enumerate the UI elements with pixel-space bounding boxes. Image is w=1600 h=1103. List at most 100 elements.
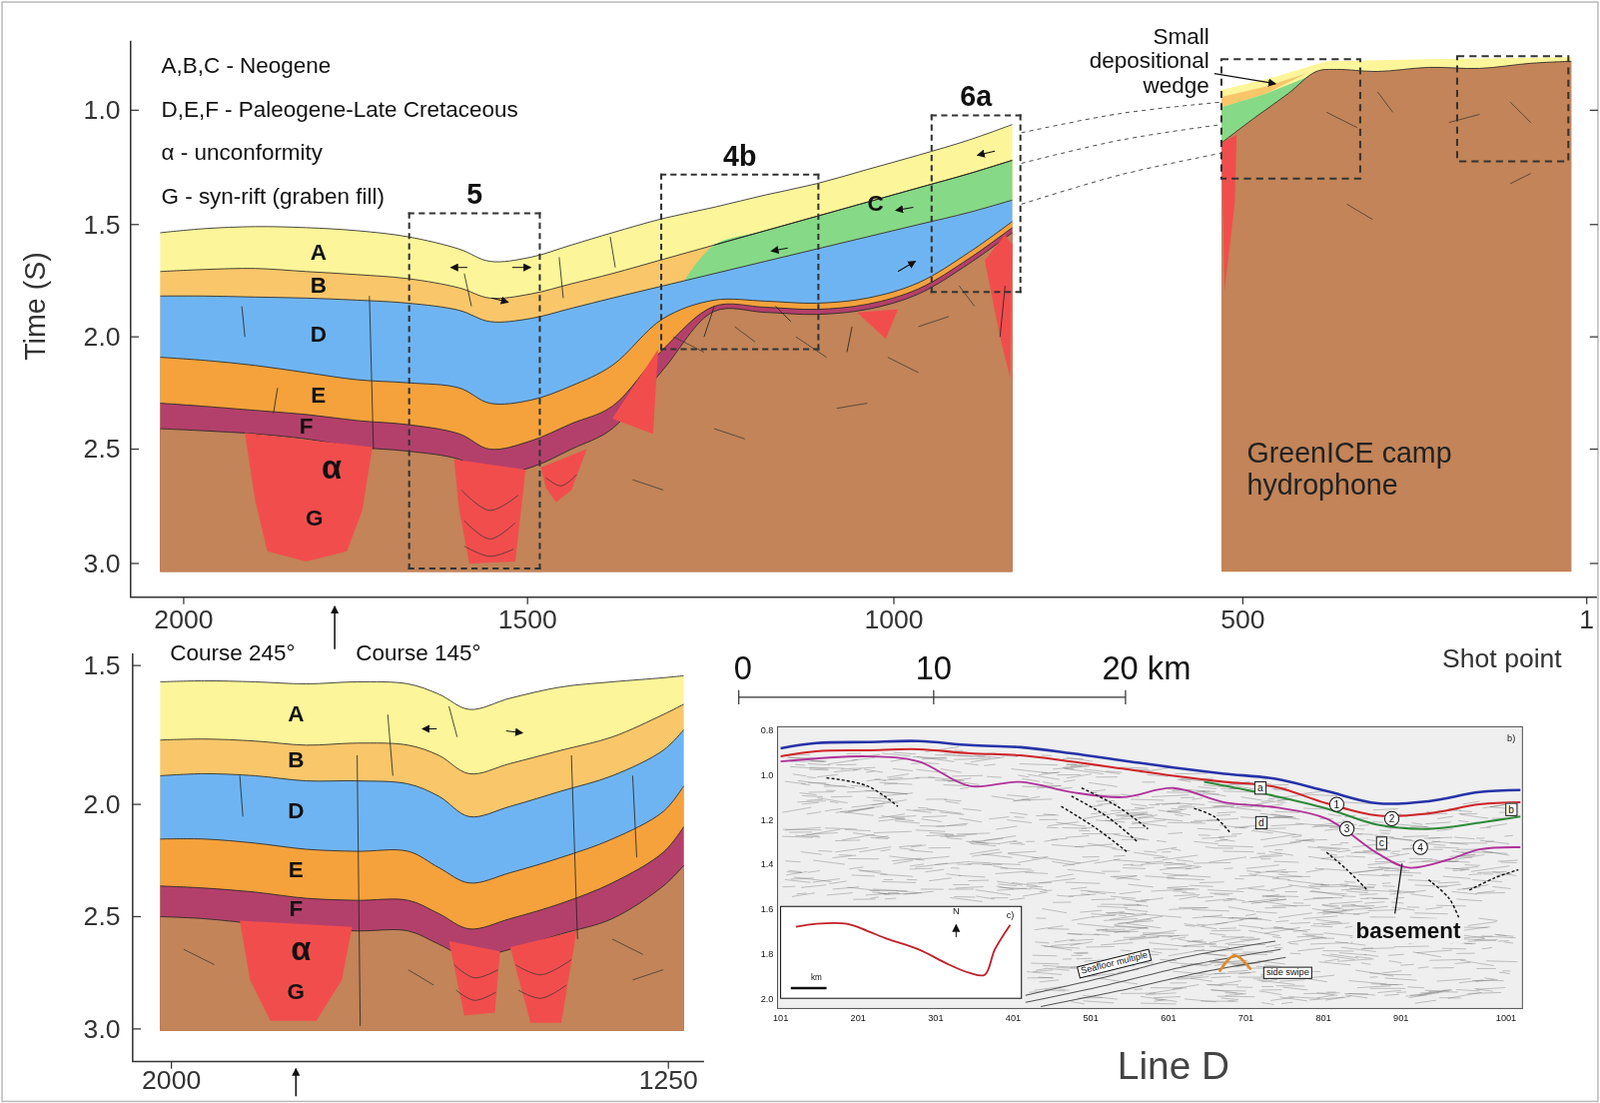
seismic-trace — [795, 834, 820, 837]
seismic-trace — [988, 816, 1009, 819]
seismic-trace — [1113, 935, 1147, 941]
seismic-panel — [778, 726, 1524, 1008]
seismic-trace — [1182, 942, 1217, 946]
seismic-trace — [1139, 929, 1177, 935]
seismic-trace — [1350, 868, 1390, 873]
seismic-trace — [1190, 820, 1203, 822]
seismic-trace — [1080, 892, 1090, 895]
seismic-trace — [1261, 988, 1282, 990]
seismic-trace — [975, 889, 1012, 895]
seismic-trace — [1341, 886, 1375, 890]
axis-tick — [130, 336, 139, 338]
axis-tick-label: 901 — [1393, 1013, 1409, 1024]
seismic-trace — [1424, 836, 1453, 839]
seismic-trace — [1140, 995, 1178, 1001]
seismic-trace — [1384, 869, 1407, 871]
seismic-trace — [828, 880, 846, 884]
basement-reflector — [1510, 173, 1531, 184]
detail-section — [132, 653, 705, 1096]
seismic-trace — [1032, 954, 1058, 957]
seismic-trace — [1498, 939, 1510, 941]
layer-letter: E — [288, 856, 304, 882]
seismic-trace — [1038, 818, 1057, 820]
seismic-trace — [873, 830, 912, 832]
seismic-trace — [973, 755, 1001, 758]
layer-letter: F — [288, 896, 303, 922]
seismic-trace — [1156, 846, 1177, 850]
seismic-trace — [1348, 979, 1387, 983]
seismic-trace — [1230, 806, 1262, 810]
seismic-trace — [1192, 940, 1207, 942]
seismic-trace — [1178, 804, 1192, 806]
seismic-trace — [1073, 951, 1089, 953]
annotation: Small depositional wedge — [1030, 23, 1210, 98]
seismic-trace — [1197, 895, 1214, 897]
seismic-trace — [1351, 904, 1373, 908]
seismic-trace — [1248, 929, 1280, 935]
seismic-trace — [1290, 952, 1302, 955]
seismic-trace — [1273, 860, 1299, 863]
seismic-trace — [1251, 829, 1274, 833]
seismic-trace — [1150, 953, 1159, 955]
seismic-trace — [1262, 893, 1280, 896]
seismic-trace — [1219, 926, 1237, 929]
seismic-trace — [1388, 953, 1405, 955]
seismic-trace — [1096, 905, 1128, 908]
seismic-trace — [1024, 871, 1048, 873]
seismic-trace — [787, 871, 802, 873]
seismic-trace — [1169, 981, 1187, 983]
seismic-trace — [1052, 900, 1071, 902]
layer-letter: F — [299, 414, 314, 440]
north-arrow — [955, 924, 957, 937]
axis-tick-label: 401 — [1005, 1013, 1021, 1024]
seismic-trace — [1375, 860, 1389, 862]
seismic-trace — [1372, 897, 1388, 899]
graben-reflector — [546, 474, 578, 486]
seismic-trace — [1166, 887, 1199, 889]
seismic-trace — [1013, 799, 1052, 800]
seismic-trace — [823, 784, 855, 789]
seismic-trace — [1207, 889, 1244, 892]
seismic-trace — [1217, 810, 1237, 813]
seismic-trace — [866, 779, 881, 782]
callout-number: 1 — [1329, 796, 1345, 811]
seismic-trace — [812, 859, 845, 864]
layer-letter: B — [310, 273, 327, 299]
seismic-trace — [1372, 820, 1384, 822]
seismic-trace — [958, 874, 986, 877]
seismic-trace — [970, 860, 991, 863]
seismic-trace — [1476, 836, 1486, 838]
seismic-trace — [1069, 941, 1092, 946]
seismic-trace — [1092, 914, 1117, 917]
seismic-trace — [1070, 1001, 1084, 1004]
graben-reflector — [464, 520, 516, 539]
seismic-trace — [1009, 811, 1027, 814]
interpretation-line — [1428, 879, 1460, 919]
seismic-trace — [1295, 822, 1332, 826]
seismic-trace — [783, 806, 812, 812]
seismic-trace — [1159, 865, 1192, 870]
axis-tick-label: 2000 — [141, 1064, 201, 1094]
seismic-trace — [1124, 908, 1148, 912]
seismic-trace — [1026, 971, 1062, 975]
axis-tick — [1590, 562, 1599, 564]
seismic-trace — [1420, 991, 1443, 993]
seismic-trace — [1199, 880, 1225, 883]
seismic-trace — [1079, 909, 1102, 912]
axis-tick-label: 1.0 — [83, 95, 121, 125]
seismic-trace — [1504, 941, 1514, 943]
seismic-trace — [1177, 779, 1192, 782]
basement-reflector — [632, 479, 664, 490]
seismic-trace — [864, 790, 876, 793]
seismic-trace — [1456, 898, 1483, 901]
seismic-trace — [1480, 839, 1510, 843]
seismic-trace — [1409, 857, 1434, 859]
seismic-trace — [1133, 851, 1164, 856]
seismic-trace — [1130, 803, 1148, 806]
horizon-line — [159, 221, 1012, 405]
axis-tick-label: 601 — [1160, 1013, 1176, 1024]
seismic-trace — [875, 835, 888, 838]
seismic-trace — [1287, 936, 1324, 942]
layer-letter: A — [310, 240, 327, 266]
seismic-trace — [953, 895, 975, 898]
